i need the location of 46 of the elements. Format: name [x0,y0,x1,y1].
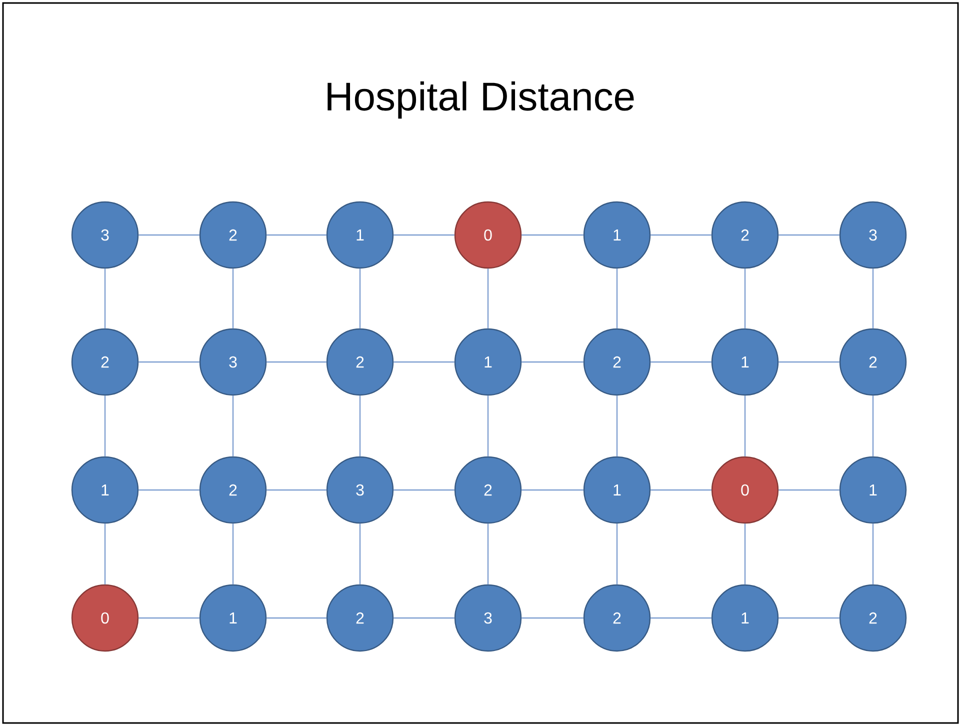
connector-line [650,234,712,236]
connector-line [104,396,106,456]
connector-line [744,396,746,456]
connector-line [266,361,326,363]
connector-line [487,396,489,456]
connector-line [232,268,234,328]
connector-line [616,396,618,456]
connector-line [778,234,840,236]
connector-line [744,524,746,584]
connector-line [616,524,618,584]
connector-line [650,361,712,363]
connector-line [522,234,584,236]
connector-line [138,617,200,619]
connector-line [778,361,840,363]
connector-line [487,524,489,584]
connector-line [359,524,361,584]
connector-line [359,268,361,328]
connector-line [616,268,618,328]
connector-line [359,396,361,456]
connector-line [522,617,584,619]
connector-line [778,489,840,491]
connector-line [487,268,489,328]
connector-line [138,489,200,491]
connector-line [522,489,584,491]
connector-line [394,489,454,491]
connector-line [744,268,746,328]
connector-line [872,524,874,584]
connector-line [650,617,712,619]
connector-line [650,489,712,491]
connector-line [394,361,454,363]
connector-line [522,361,584,363]
connector-line [872,396,874,456]
connector-line [394,234,454,236]
title: Hospital Distance [328,81,634,119]
connector-line [872,268,874,328]
connector-line [394,617,454,619]
connector-line [104,524,106,584]
connector-line [266,489,326,491]
connector-line [138,361,200,363]
connector-line [138,234,200,236]
connector-line [266,234,326,236]
connector-line [266,617,326,619]
connector-line [778,617,840,619]
connector-line [232,396,234,456]
connector-line [232,524,234,584]
connector-line [104,268,106,328]
